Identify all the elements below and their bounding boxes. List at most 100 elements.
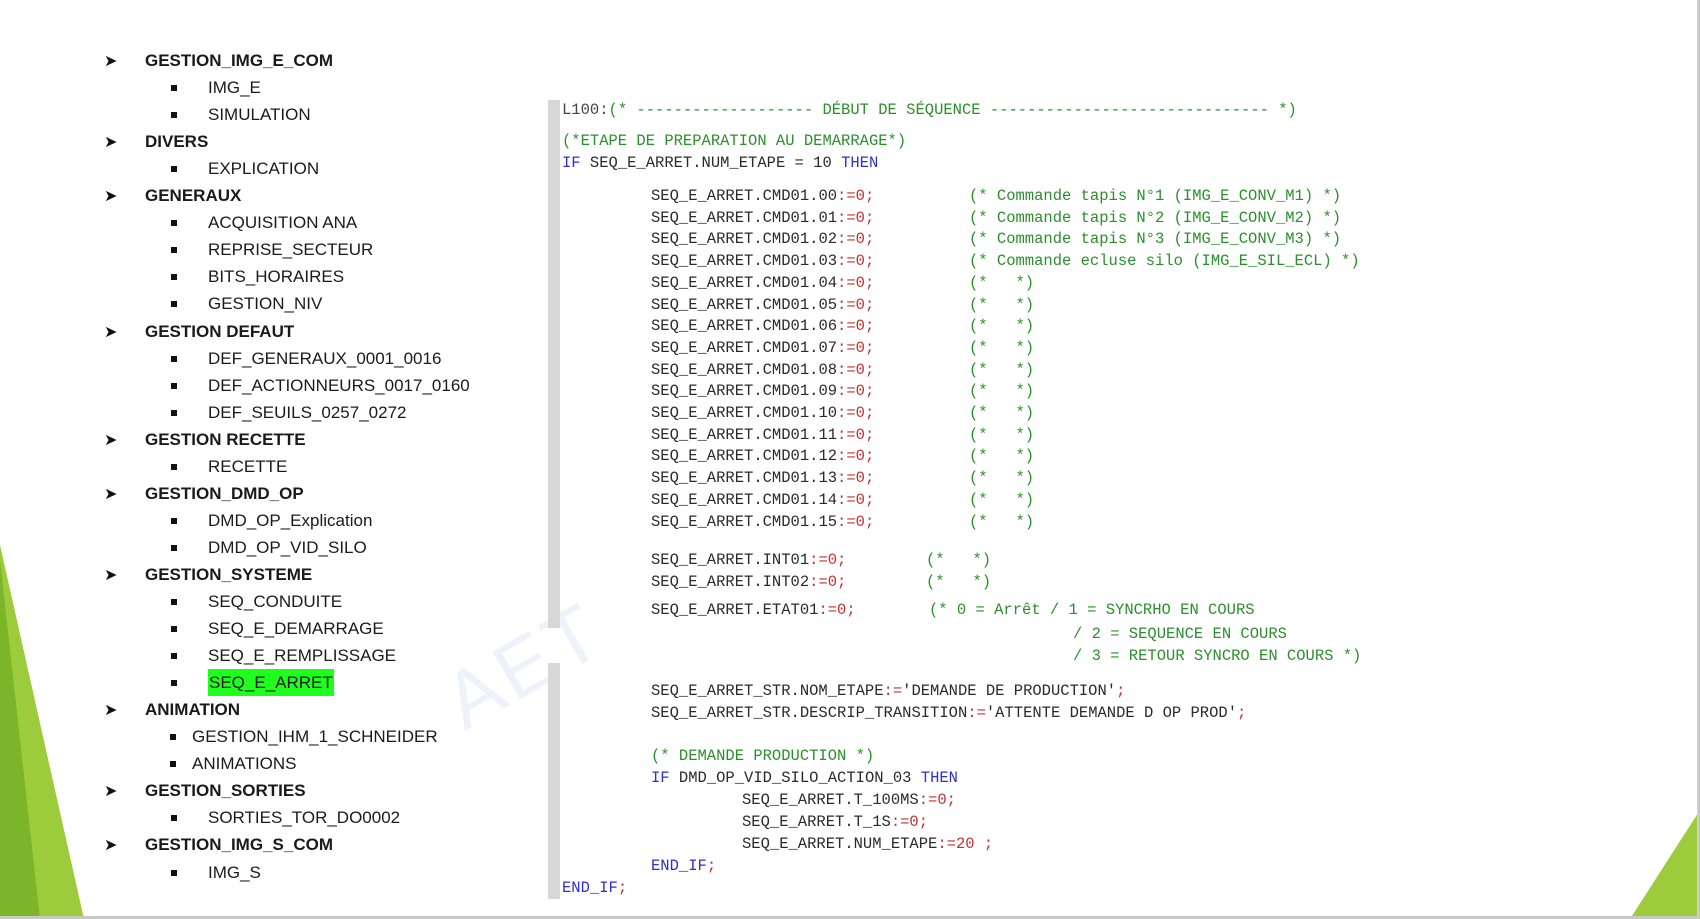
tree-group-label: DIVERS [145, 132, 209, 151]
code-comment-etat-1: (* 0 = Arrêt / 1 = SYNCRHO EN COURS [929, 601, 1255, 619]
code-line-nom-etape: SEQ_E_ARRET_STR.NOM_ETAPE:='DEMANDE DE P… [651, 682, 1126, 700]
tree-item-label: SEQ_E_ARRET [208, 669, 334, 696]
square-bullet-icon [170, 761, 176, 767]
code-line-descrip-transition: SEQ_E_ARRET_STR.DESCRIP_TRANSITION:='ATT… [651, 704, 1247, 722]
code-line-int01: SEQ_E_ARRET.INT01:=0; [651, 551, 847, 569]
code-comment-cmd: (* *) [969, 361, 1035, 379]
tree-group-label: GESTION_SORTIES [145, 781, 306, 800]
code-listing: L100:(* ------------------- DÉBUT DE SÉQ… [562, 0, 1562, 919]
code-comment-cmd: (* Commande tapis N°1 (IMG_E_CONV_M1) *) [969, 187, 1342, 205]
tree-item-label: DEF_ACTIONNEURS_0017_0160 [208, 376, 470, 395]
tree-item-label: SEQ_CONDUITE [208, 592, 343, 611]
square-bullet-icon [171, 274, 177, 280]
code-line-cmd: SEQ_E_ARRET.CMD01.12:=0; [651, 447, 875, 465]
arrow-bullet-icon: ➤ [104, 700, 118, 719]
square-bullet-icon [171, 247, 177, 253]
tree-item-label: DEF_GENERAUX_0001_0016 [208, 349, 442, 368]
code-line-etat01: SEQ_E_ARRET.ETAT01:=0; [651, 601, 856, 619]
code-comment-cmd: (* *) [969, 317, 1035, 335]
code-line-cmd: SEQ_E_ARRET.CMD01.15:=0; [651, 513, 875, 531]
tree-item-label: EXPLICATION [208, 159, 320, 178]
square-bullet-icon [171, 870, 177, 876]
code-line-cmd: SEQ_E_ARRET.CMD01.00:=0; [651, 187, 875, 205]
tree-item-label: SORTIES_TOR_DO0002 [208, 808, 401, 827]
square-bullet-icon [170, 734, 176, 740]
square-bullet-icon [171, 112, 177, 118]
arrow-bullet-icon: ➤ [104, 322, 118, 341]
code-line-end-if-outer: END_IF; [562, 879, 628, 897]
tree-item-label: IMG_E [208, 78, 261, 97]
code-line-cmd: SEQ_E_ARRET.CMD01.14:=0; [651, 491, 875, 509]
code-line-prep-comment: (*ETAPE DE PREPARATION AU DEMARRAGE*) [562, 132, 907, 150]
code-line-cmd: SEQ_E_ARRET.CMD01.03:=0; [651, 252, 875, 270]
arrow-bullet-icon: ➤ [104, 781, 118, 800]
code-comment-cmd: (* *) [969, 469, 1035, 487]
green-corner-right-decoration [1630, 810, 1700, 919]
square-bullet-icon [171, 545, 177, 551]
arrow-bullet-icon: ➤ [104, 835, 118, 854]
tree-item-label: DMD_OP_VID_SILO [208, 538, 367, 557]
code-comment-cmd: (* *) [969, 447, 1035, 465]
tree-item-label: RECETTE [208, 457, 288, 476]
code-comment-cmd: (* *) [969, 339, 1035, 357]
arrow-bullet-icon: ➤ [104, 430, 118, 449]
tree-group-label: GESTION_DMD_OP [145, 484, 304, 503]
code-line-end-if-inner: END_IF; [651, 857, 717, 875]
code-line-if: IF SEQ_E_ARRET.NUM_ETAPE = 10 THEN [562, 154, 879, 172]
slide-edge [1697, 0, 1700, 919]
code-comment-etat-3: / 3 = RETOUR SYNCRO EN COURS *) [1073, 647, 1362, 665]
square-bullet-icon [171, 653, 177, 659]
code-comment-cmd: (* Commande ecluse silo (IMG_E_SIL_ECL) … [969, 252, 1360, 270]
code-line-cmd: SEQ_E_ARRET.CMD01.07:=0; [651, 339, 875, 357]
square-bullet-icon [171, 626, 177, 632]
arrow-bullet-icon: ➤ [104, 132, 118, 151]
square-bullet-icon [171, 166, 177, 172]
tree-item-label: DEF_SEUILS_0257_0272 [208, 403, 407, 422]
code-line-int02: SEQ_E_ARRET.INT02:=0; [651, 573, 847, 591]
square-bullet-icon [171, 518, 177, 524]
code-line-t1s: SEQ_E_ARRET.T_1S:=0; [742, 813, 929, 831]
tree-item-label: GESTION_IHM_1_SCHNEIDER [192, 727, 438, 746]
tree-item-label: REPRISE_SECTEUR [208, 240, 374, 259]
square-bullet-icon [171, 410, 177, 416]
code-line-if2: IF DMD_OP_VID_SILO_ACTION_03 THEN [651, 769, 958, 787]
tree-item-label: GESTION_NIV [208, 294, 323, 313]
square-bullet-icon [171, 680, 177, 686]
code-comment-demande: (* DEMANDE PRODUCTION *) [651, 747, 875, 765]
code-line-cmd: SEQ_E_ARRET.CMD01.08:=0; [651, 361, 875, 379]
tree-item-label: IMG_S [208, 863, 261, 882]
tree-item-label: ACQUISITION ANA [208, 213, 358, 232]
code-line-cmd: SEQ_E_ARRET.CMD01.04:=0; [651, 274, 875, 292]
tree-item-label: ANIMATIONS [192, 754, 297, 773]
code-comment-cmd: (* *) [969, 382, 1035, 400]
code-gutter-bottom [548, 663, 560, 899]
code-line-cmd: SEQ_E_ARRET.CMD01.01:=0; [651, 209, 875, 227]
tree-item-label: BITS_HORAIRES [208, 267, 345, 286]
tree-item-label: DMD_OP_Explication [208, 511, 373, 530]
code-comment-cmd: (* *) [969, 513, 1035, 531]
code-comment-cmd: (* Commande tapis N°2 (IMG_E_CONV_M2) *) [969, 209, 1342, 227]
tree-item-label: SEQ_E_DEMARRAGE [208, 619, 384, 638]
code-comment-cmd: (* *) [969, 404, 1035, 422]
tree-group-label: GESTION_SYSTEME [145, 565, 313, 584]
code-line-cmd: SEQ_E_ARRET.CMD01.11:=0; [651, 426, 875, 444]
code-comment-cmd: (* *) [969, 296, 1035, 314]
code-comment-cmd: (* *) [969, 491, 1035, 509]
slide-bottom-edge [0, 916, 1700, 919]
code-comment-etat-2: / 2 = SEQUENCE EN COURS [1073, 625, 1287, 643]
square-bullet-icon [171, 815, 177, 821]
code-line-cmd: SEQ_E_ARRET.CMD01.02:=0; [651, 230, 875, 248]
code-comment-cmd: (* *) [969, 274, 1035, 292]
green-corner-left-decoration [0, 545, 84, 919]
code-line-cmd: SEQ_E_ARRET.CMD01.06:=0; [651, 317, 875, 335]
arrow-bullet-icon: ➤ [104, 186, 118, 205]
code-comment-cmd: (* *) [969, 426, 1035, 444]
square-bullet-icon [171, 220, 177, 226]
tree-group-label: GENERAUX [145, 186, 242, 205]
code-comment-int02: (* *) [926, 573, 992, 591]
tree-group-label: GESTION_IMG_S_COM [145, 835, 333, 854]
code-line-cmd: SEQ_E_ARRET.CMD01.09:=0; [651, 382, 875, 400]
square-bullet-icon [171, 599, 177, 605]
